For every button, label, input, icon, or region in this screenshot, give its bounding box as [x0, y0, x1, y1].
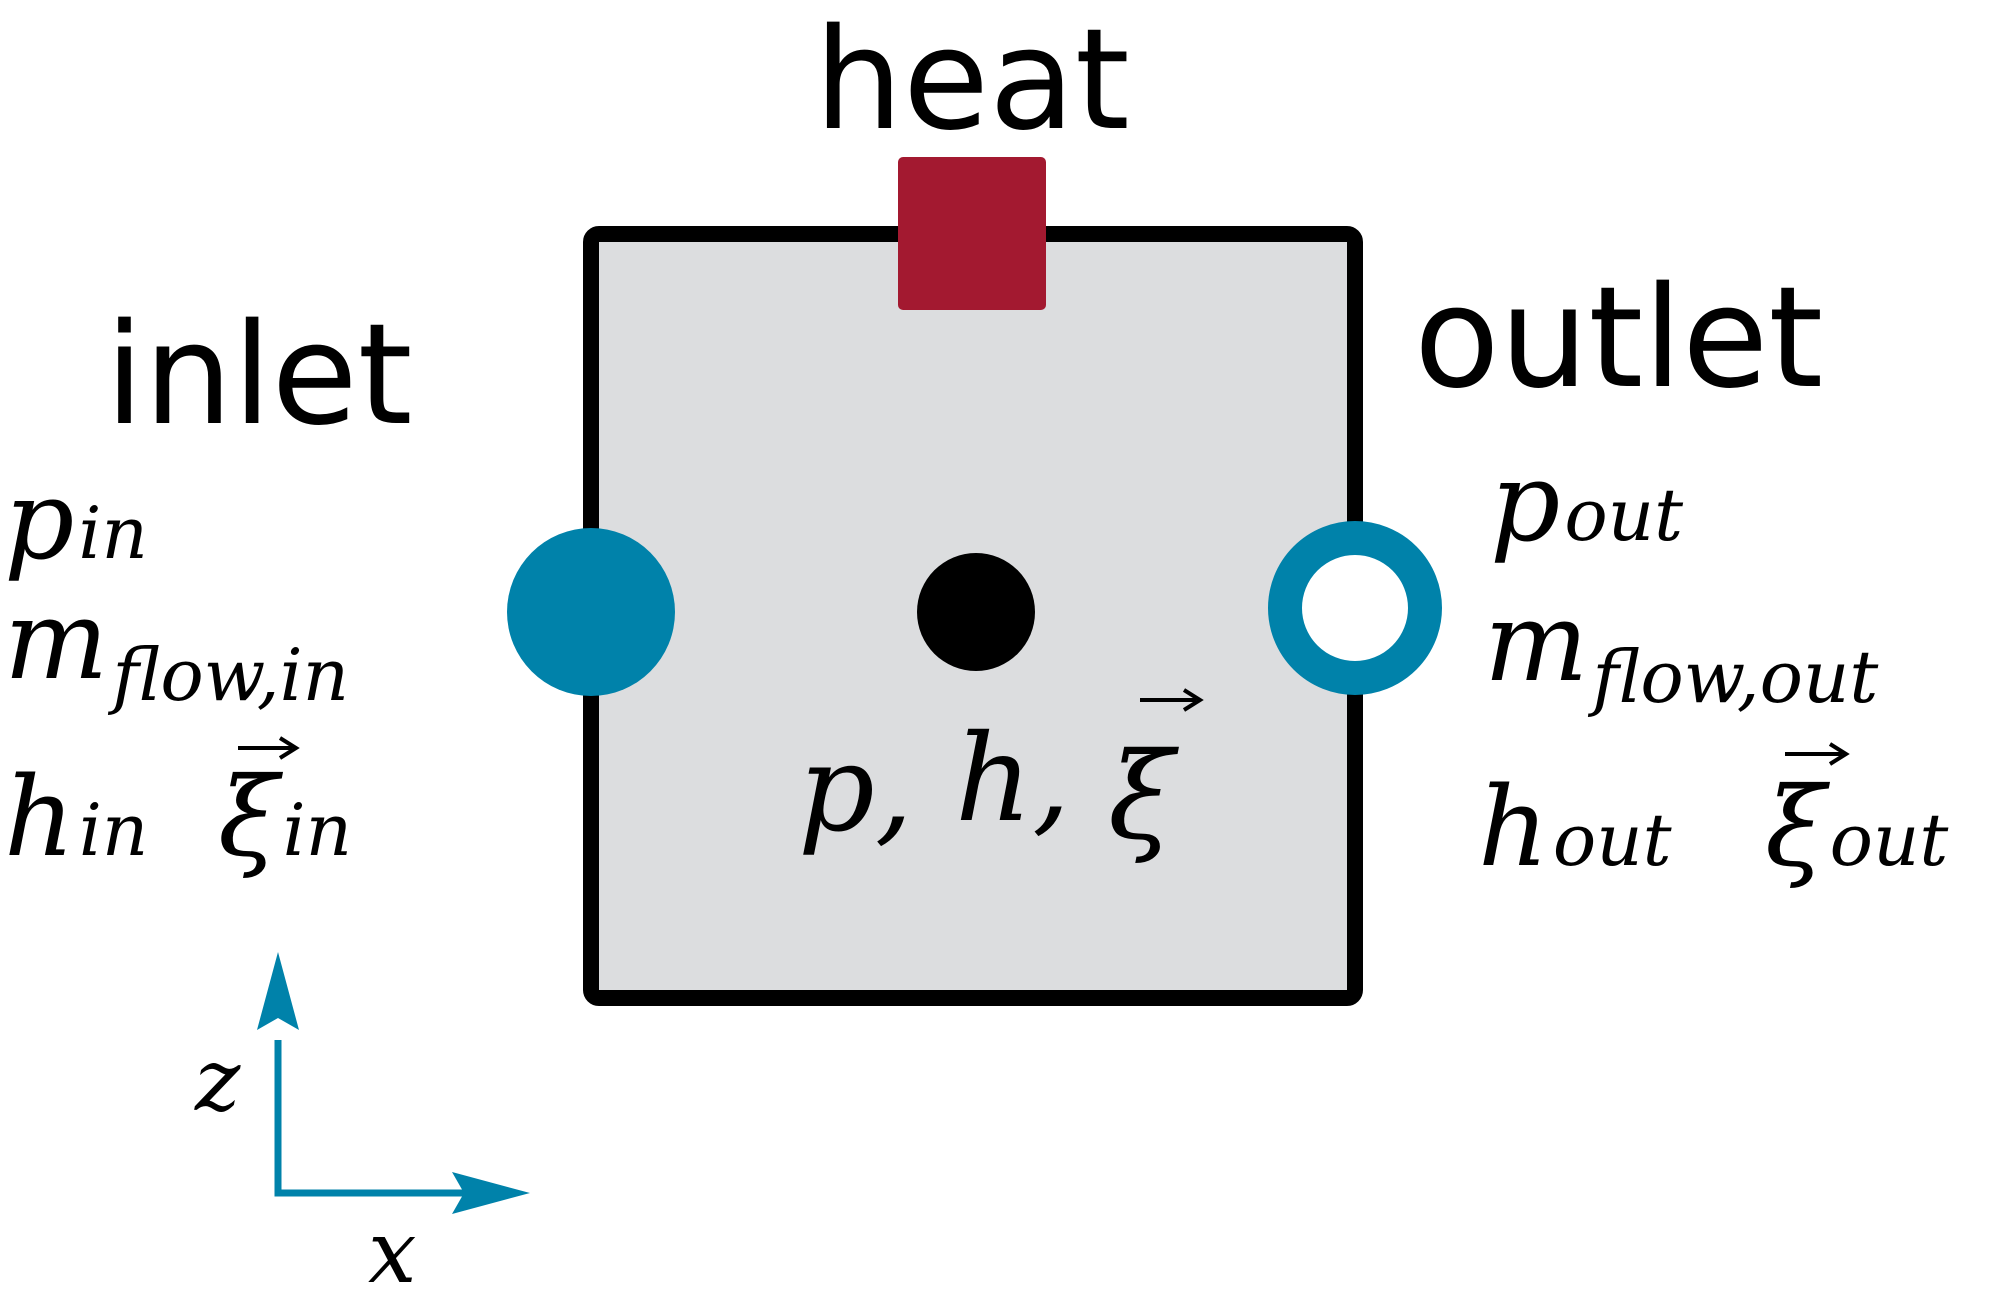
state-vector-arrow	[1140, 688, 1204, 712]
inlet-port	[507, 528, 675, 696]
state-pressure: p,	[798, 720, 913, 859]
outlet-mass-fraction: ξout	[1765, 763, 1949, 891]
heat-label: heat	[814, 0, 1130, 162]
coordinate-axes: z x	[194, 952, 530, 1289]
outlet-mass-flow: mflow,out	[1484, 578, 1879, 719]
heat-port	[898, 157, 1046, 310]
x-axis-label: x	[368, 1203, 417, 1289]
outlet-port	[1268, 521, 1442, 695]
z-axis-label: z	[194, 1031, 241, 1131]
inlet-mass-flow: mflow,in	[4, 576, 349, 717]
inlet-pressure: pin	[4, 456, 148, 584]
inlet-enthalpy: hin	[4, 753, 148, 881]
axis-lines	[274, 1040, 470, 1197]
state-variables: p, h, ξ	[798, 688, 1204, 867]
outlet-enthalpy: hout	[1478, 763, 1673, 891]
inlet-mass-fraction: ξin	[218, 753, 352, 881]
x-axis-arrowhead	[452, 1172, 530, 1214]
outlet-variables: pout mflow,out hout ξout	[1478, 438, 1949, 891]
inlet-vector-arrow	[238, 736, 300, 760]
state-point	[917, 553, 1035, 671]
outlet-pressure: pout	[1490, 438, 1684, 566]
state-enthalpy: h,	[955, 710, 1070, 849]
outlet-label: outlet	[1414, 257, 1823, 420]
outlet-vector-arrow	[1785, 742, 1850, 766]
inlet-label: inlet	[105, 294, 413, 457]
state-mass-fraction: ξ	[1108, 728, 1179, 867]
z-axis-arrowhead	[257, 952, 299, 1030]
inlet-variables: pin mflow,in hin ξin	[4, 456, 352, 881]
